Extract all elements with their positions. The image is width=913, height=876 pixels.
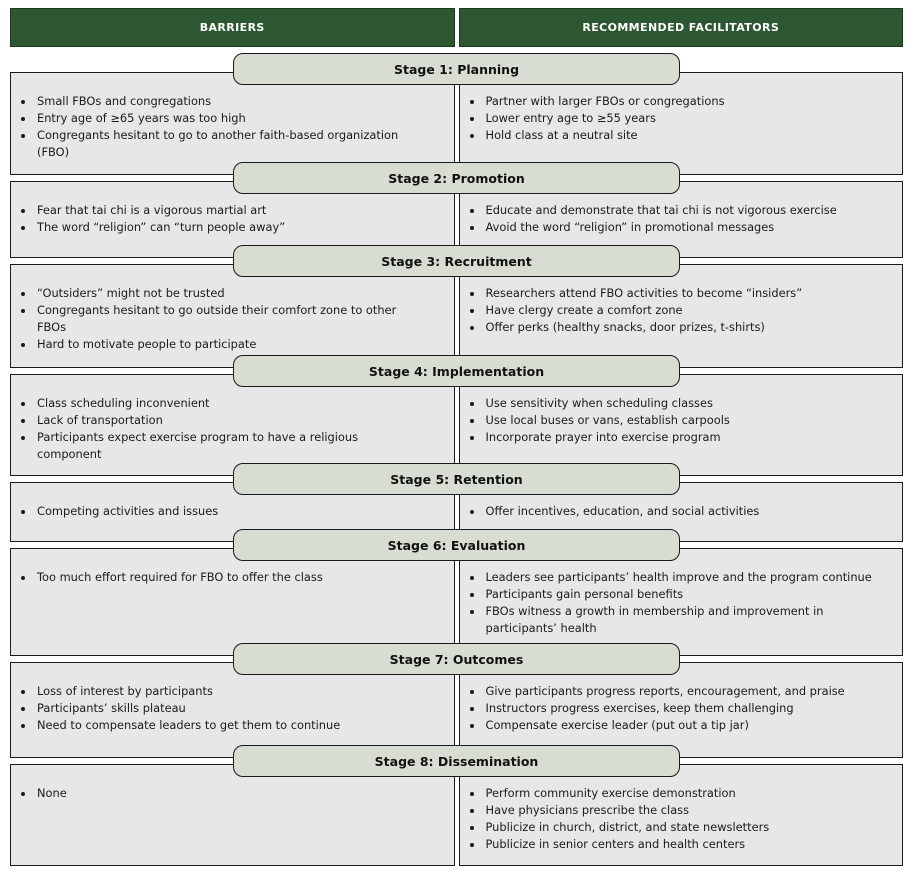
stage-title-pill: Stage 1: Planning <box>233 53 680 85</box>
barriers-list: Loss of interest by participantsParticip… <box>11 663 454 746</box>
facilitators-cell: Use sensitivity when scheduling classesU… <box>458 374 903 476</box>
facilitators-list: Use sensitivity when scheduling classesU… <box>460 375 903 458</box>
barriers-list: Class scheduling inconvenientLack of tra… <box>11 375 454 475</box>
stage-row: “Outsiders” might not be trustedCongrega… <box>10 264 903 368</box>
barriers-list: None <box>11 765 454 814</box>
facilitator-item: Publicize in church, district, and state… <box>484 819 899 836</box>
facilitator-item: Offer incentives, education, and social … <box>484 503 899 520</box>
facilitators-list: Leaders see participants’ health improve… <box>460 549 903 649</box>
facilitator-item: Incorporate prayer into exercise program <box>484 429 899 446</box>
stage-row: Small FBOs and congregationsEntry age of… <box>10 72 903 175</box>
facilitator-item: Have physicians prescribe the class <box>484 802 899 819</box>
barrier-item: Loss of interest by participants <box>35 683 410 700</box>
facilitator-item: Compensate exercise leader (put out a ti… <box>484 717 899 734</box>
stage-title-pill: Stage 3: Recruitment <box>233 245 680 277</box>
barriers-cell: Small FBOs and congregationsEntry age of… <box>10 72 455 175</box>
facilitator-item: Use local buses or vans, establish carpo… <box>484 412 899 429</box>
stage-title-pill: Stage 2: Promotion <box>233 162 680 194</box>
facilitator-item: Participants gain personal benefits <box>484 586 899 603</box>
facilitator-item: Lower entry age to ≥55 years <box>484 110 899 127</box>
barrier-item: Class scheduling inconvenient <box>35 395 410 412</box>
stage: Stage 4: Implementation Class scheduling… <box>10 355 903 476</box>
header-row: BARRIERS RECOMMENDED FACILITATORS <box>10 8 903 47</box>
barrier-item: Small FBOs and congregations <box>35 93 410 110</box>
facilitators-list: Perform community exercise demonstration… <box>460 765 903 865</box>
facilitators-list: Partner with larger FBOs or congregation… <box>460 73 903 156</box>
facilitator-item: Avoid the word “religion” in promotional… <box>484 219 899 236</box>
facilitator-item: Publicize in senior centers and health c… <box>484 836 899 853</box>
facilitator-item: FBOs witness a growth in membership and … <box>484 603 899 637</box>
barriers-list: Fear that tai chi is a vigorous martial … <box>11 182 454 248</box>
stage: Stage 2: Promotion Fear that tai chi is … <box>10 162 903 258</box>
barriers-list: “Outsiders” might not be trustedCongrega… <box>11 265 454 365</box>
facilitators-cell: Give participants progress reports, enco… <box>458 662 903 758</box>
facilitator-item: Partner with larger FBOs or congregation… <box>484 93 899 110</box>
stage-row: None Perform community exercise demonstr… <box>10 764 903 866</box>
stage-row: Too much effort required for FBO to offe… <box>10 548 903 656</box>
stage: Stage 3: Recruitment “Outsiders” might n… <box>10 245 903 368</box>
facilitators-list: Researchers attend FBO activities to bec… <box>460 265 903 348</box>
facilitator-item: Hold class at a neutral site <box>484 127 899 144</box>
barrier-item: The word “religion” can “turn people awa… <box>35 219 410 236</box>
barriers-cell: None <box>10 764 455 866</box>
stage-title-pill: Stage 8: Dissemination <box>233 745 680 777</box>
barrier-item: Need to compensate leaders to get them t… <box>35 717 410 734</box>
stage: Stage 7: Outcomes Loss of interest by pa… <box>10 643 903 758</box>
barrier-item: Too much effort required for FBO to offe… <box>35 569 410 586</box>
barriers-cell: Too much effort required for FBO to offe… <box>10 548 455 656</box>
facilitator-item: Educate and demonstrate that tai chi is … <box>484 202 899 219</box>
stage: Stage 5: Retention Competing activities … <box>10 463 903 542</box>
facilitators-cell: Researchers attend FBO activities to bec… <box>458 264 903 368</box>
facilitators-cell: Perform community exercise demonstration… <box>458 764 903 866</box>
barrier-item: Participants expect exercise program to … <box>35 429 410 463</box>
facilitator-item: Have clergy create a comfort zone <box>484 302 899 319</box>
facilitators-cell: Partner with larger FBOs or congregation… <box>458 72 903 175</box>
barrier-item: “Outsiders” might not be trusted <box>35 285 410 302</box>
facilitators-list: Educate and demonstrate that tai chi is … <box>460 182 903 248</box>
facilitator-item: Give participants progress reports, enco… <box>484 683 899 700</box>
stage-row: Loss of interest by participantsParticip… <box>10 662 903 758</box>
barrier-item: None <box>35 785 410 802</box>
barrier-item: Congregants hesitant to go outside their… <box>35 302 410 336</box>
barriers-cell: “Outsiders” might not be trustedCongrega… <box>10 264 455 368</box>
barrier-item: Hard to motivate people to participate <box>35 336 410 353</box>
barriers-cell: Loss of interest by participantsParticip… <box>10 662 455 758</box>
barrier-item: Congregants hesitant to go to another fa… <box>35 127 410 161</box>
stage-title-pill: Stage 6: Evaluation <box>233 529 680 561</box>
facilitator-item: Leaders see participants’ health improve… <box>484 569 899 586</box>
facilitator-item: Offer perks (healthy snacks, door prizes… <box>484 319 899 336</box>
barriers-cell: Class scheduling inconvenientLack of tra… <box>10 374 455 476</box>
stage: Stage 8: Dissemination None Perform comm… <box>10 745 903 866</box>
barriers-column-header: BARRIERS <box>10 8 455 47</box>
barrier-item: Fear that tai chi is a vigorous martial … <box>35 202 410 219</box>
barrier-item: Participants’ skills plateau <box>35 700 410 717</box>
facilitator-item: Instructors progress exercises, keep the… <box>484 700 899 717</box>
facilitators-list: Offer incentives, education, and social … <box>460 483 903 532</box>
stage-title-pill: Stage 5: Retention <box>233 463 680 495</box>
stage: Stage 1: Planning Small FBOs and congreg… <box>10 53 903 175</box>
barriers-list: Too much effort required for FBO to offe… <box>11 549 454 598</box>
barrier-item: Lack of transportation <box>35 412 410 429</box>
barriers-list: Small FBOs and congregationsEntry age of… <box>11 73 454 173</box>
facilitators-cell: Leaders see participants’ health improve… <box>458 548 903 656</box>
stage-title-pill: Stage 7: Outcomes <box>233 643 680 675</box>
stage: Stage 6: Evaluation Too much effort requ… <box>10 529 903 656</box>
stage-title-pill: Stage 4: Implementation <box>233 355 680 387</box>
barrier-item: Competing activities and issues <box>35 503 410 520</box>
facilitator-item: Researchers attend FBO activities to bec… <box>484 285 899 302</box>
facilitator-item: Use sensitivity when scheduling classes <box>484 395 899 412</box>
barriers-list: Competing activities and issues <box>11 483 454 532</box>
stage-row: Class scheduling inconvenientLack of tra… <box>10 374 903 476</box>
stages: Stage 1: Planning Small FBOs and congreg… <box>10 53 903 866</box>
barrier-item: Entry age of ≥65 years was too high <box>35 110 410 127</box>
facilitators-column-header: RECOMMENDED FACILITATORS <box>458 8 903 47</box>
facilitator-item: Perform community exercise demonstration <box>484 785 899 802</box>
facilitators-list: Give participants progress reports, enco… <box>460 663 903 746</box>
